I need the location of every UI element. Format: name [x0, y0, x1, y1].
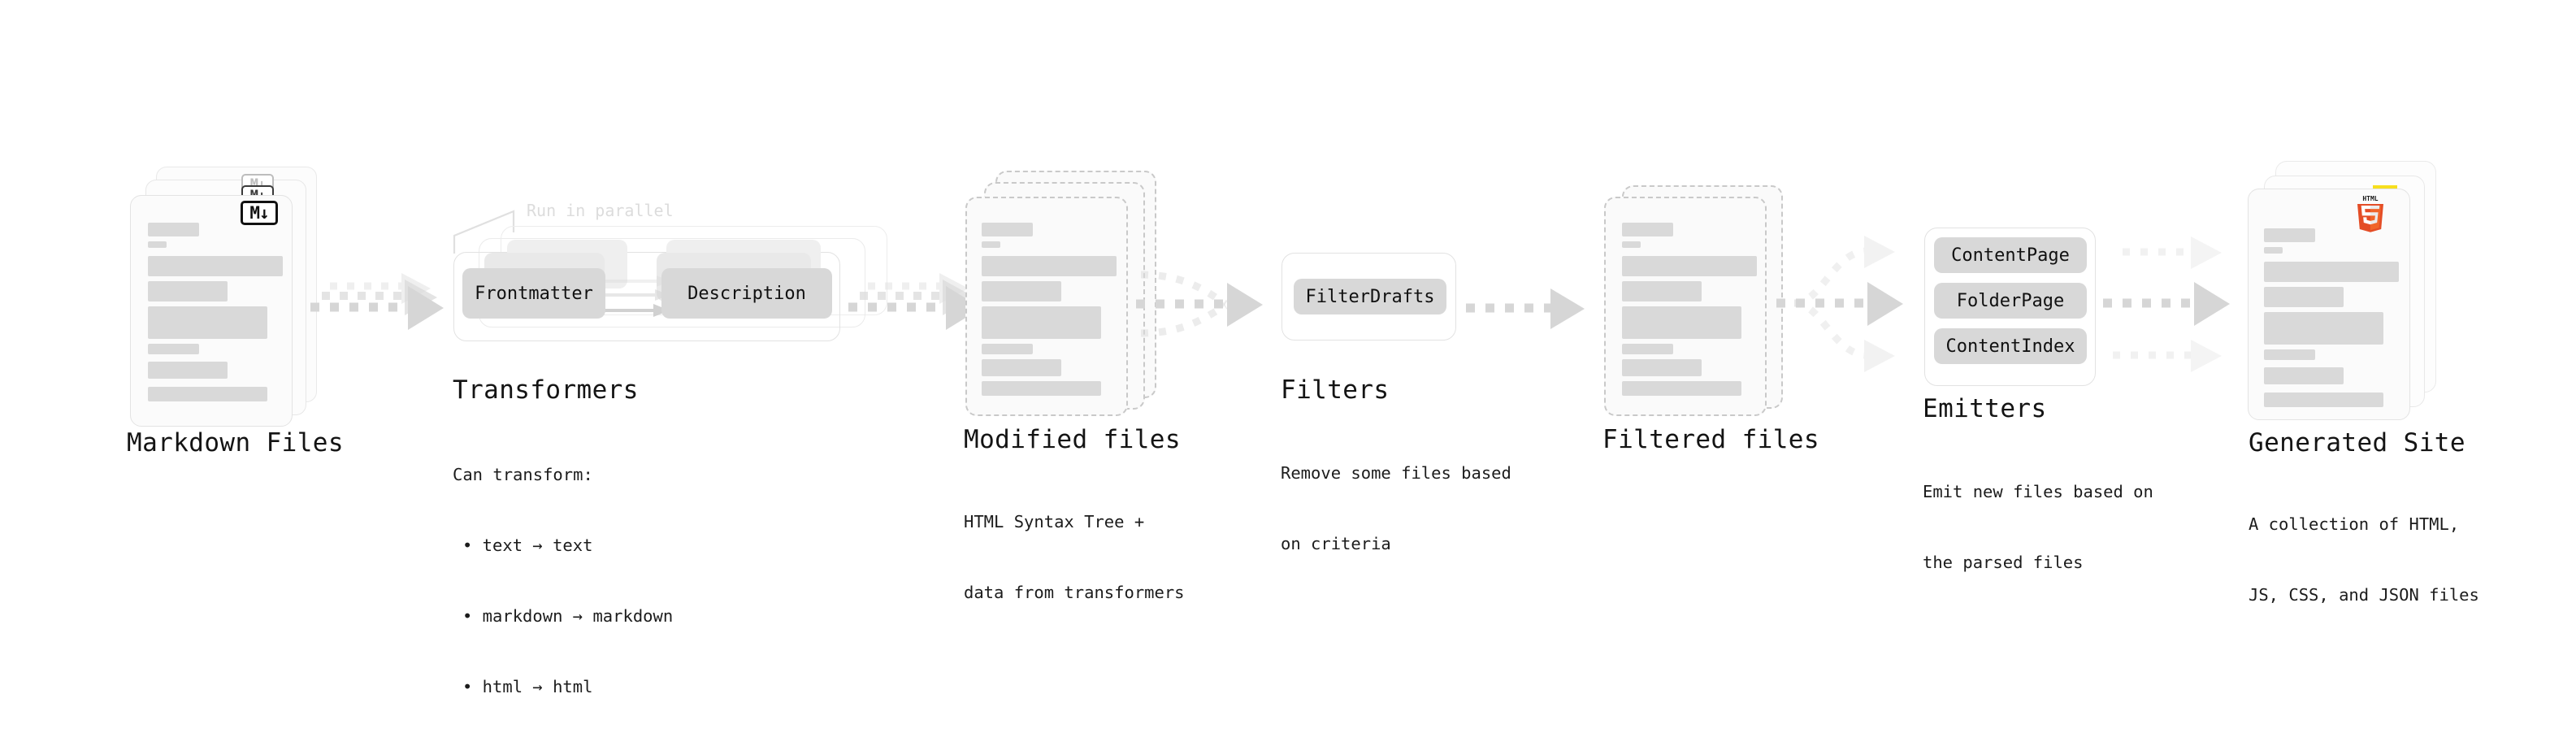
svg-text:HTML: HTML	[2362, 195, 2378, 202]
arrow-filters-to-filtered	[1463, 286, 1601, 343]
markdown-icon-label: M↓	[249, 203, 269, 223]
transformer-pill-frontmatter[interactable]: Frontmatter	[462, 268, 605, 319]
emitter-pill-contentindex[interactable]: ContentIndex	[1934, 328, 2087, 364]
stage-title-modified-files: Modified files	[964, 425, 1181, 454]
stage-title-generated-site: Generated Site	[2249, 428, 2465, 458]
arrow-modified-to-filters	[1136, 258, 1282, 372]
modified-files-description: HTML Syntax Tree + data from transformer…	[964, 463, 1185, 652]
skeleton-bar	[982, 281, 1061, 301]
stage-title-transformers: Transformers	[453, 375, 639, 405]
pipeline-diagram: M↓ M↓ M↓ Markdown Files	[127, 161, 2479, 696]
skeleton-bar	[1622, 381, 1741, 396]
run-in-parallel-label: Run in parallel	[527, 201, 674, 220]
modified-files-desc-1: HTML Syntax Tree +	[964, 512, 1145, 531]
generated-site-desc-2: JS, CSS, and JSON files	[2249, 585, 2479, 605]
filtered-card-front	[1604, 197, 1767, 416]
emitter-pill-folderpage[interactable]: FolderPage	[1934, 283, 2087, 319]
arrow-filtered-to-emitters	[1776, 232, 1931, 374]
skeleton-bar	[148, 306, 267, 339]
transformers-desc-head: Can transform:	[453, 465, 593, 484]
skeleton-bar	[148, 281, 228, 301]
skeleton-bar	[2264, 349, 2315, 360]
emitter-pill-contentindex-label: ContentIndex	[1945, 336, 2075, 357]
arrow-transformers-to-modified	[845, 268, 991, 358]
skeleton-bar	[2264, 262, 2399, 282]
filter-pill-filterdrafts-label: FilterDrafts	[1305, 286, 1435, 307]
skeleton-bar	[2264, 228, 2315, 242]
transformers-group-front	[453, 252, 840, 341]
skeleton-bar	[2264, 312, 2383, 345]
transformer-pill-frontmatter-label: Frontmatter	[475, 283, 593, 304]
skeleton-bar	[1622, 359, 1702, 376]
emitters-description: Emit new files based on the parsed files	[1923, 433, 2153, 622]
transformer-pill-description[interactable]: Description	[661, 268, 832, 319]
emitters-desc-2: the parsed files	[1923, 553, 2084, 572]
transformer-pill-description-label: Description	[687, 283, 806, 304]
emitters-group-box	[1924, 228, 2096, 386]
run-in-parallel-bracket	[453, 210, 515, 254]
arrow-emitters-to-site	[2103, 232, 2262, 374]
filters-desc-1: Remove some files based	[1281, 463, 1511, 483]
modified-card-front	[965, 197, 1128, 416]
skeleton-bar	[1622, 281, 1702, 301]
html5-icon: HTML	[2357, 195, 2383, 232]
emitters-desc-1: Emit new files based on	[1923, 482, 2153, 501]
markdown-card-front	[130, 195, 293, 427]
stage-title-markdown-files: Markdown Files	[127, 428, 344, 458]
skeleton-bar	[982, 256, 1117, 276]
skeleton-bar	[982, 381, 1101, 396]
generated-site-desc-1: A collection of HTML,	[2249, 514, 2460, 534]
generated-site-description: A collection of HTML, JS, CSS, and JSON …	[2249, 466, 2479, 654]
markdown-icon: M↓	[241, 201, 278, 225]
skeleton-bar	[1622, 241, 1641, 248]
transformers-desc-item-1: • text → text	[462, 536, 593, 555]
skeleton-bar	[982, 241, 1000, 248]
emitter-pill-contentpage-label: ContentPage	[1951, 245, 2070, 266]
skeleton-bar	[148, 223, 199, 236]
skeleton-bar	[148, 344, 199, 354]
skeleton-bar	[148, 362, 228, 379]
transformers-desc-item-2: • markdown → markdown	[462, 606, 674, 626]
skeleton-bar	[982, 344, 1033, 354]
transformers-description: Can transform: • text → text • markdown …	[453, 416, 673, 746]
skeleton-bar	[982, 359, 1061, 376]
emitter-pill-folderpage-label: FolderPage	[1956, 290, 2065, 311]
skeleton-bar	[1622, 344, 1673, 354]
arrow-markdown-to-transformers	[307, 268, 453, 358]
filters-desc-2: on criteria	[1281, 534, 1391, 553]
skeleton-bar	[1622, 223, 1673, 236]
stage-title-emitters: Emitters	[1923, 394, 2047, 423]
skeleton-bar	[2264, 287, 2344, 307]
site-card-front	[2248, 189, 2410, 420]
skeleton-bar	[2264, 367, 2344, 384]
skeleton-bar	[148, 387, 267, 401]
skeleton-bar	[1622, 306, 1741, 339]
skeleton-bar	[2264, 247, 2283, 254]
skeleton-bar	[148, 241, 167, 248]
filters-description: Remove some files based on criteria	[1281, 414, 1511, 603]
transformers-desc-item-3: • html → html	[462, 677, 593, 696]
filters-group-box	[1281, 253, 1456, 340]
skeleton-bar	[148, 256, 283, 276]
skeleton-bar	[1622, 256, 1757, 276]
modified-files-desc-2: data from transformers	[964, 583, 1185, 602]
skeleton-bar	[982, 223, 1033, 236]
filter-pill-filterdrafts[interactable]: FilterDrafts	[1294, 279, 1446, 314]
stage-title-filters: Filters	[1281, 375, 1390, 405]
skeleton-bar	[2264, 393, 2383, 407]
emitter-pill-contentpage[interactable]: ContentPage	[1934, 237, 2087, 273]
stage-title-filtered-files: Filtered files	[1602, 425, 1819, 454]
skeleton-bar	[982, 306, 1101, 339]
